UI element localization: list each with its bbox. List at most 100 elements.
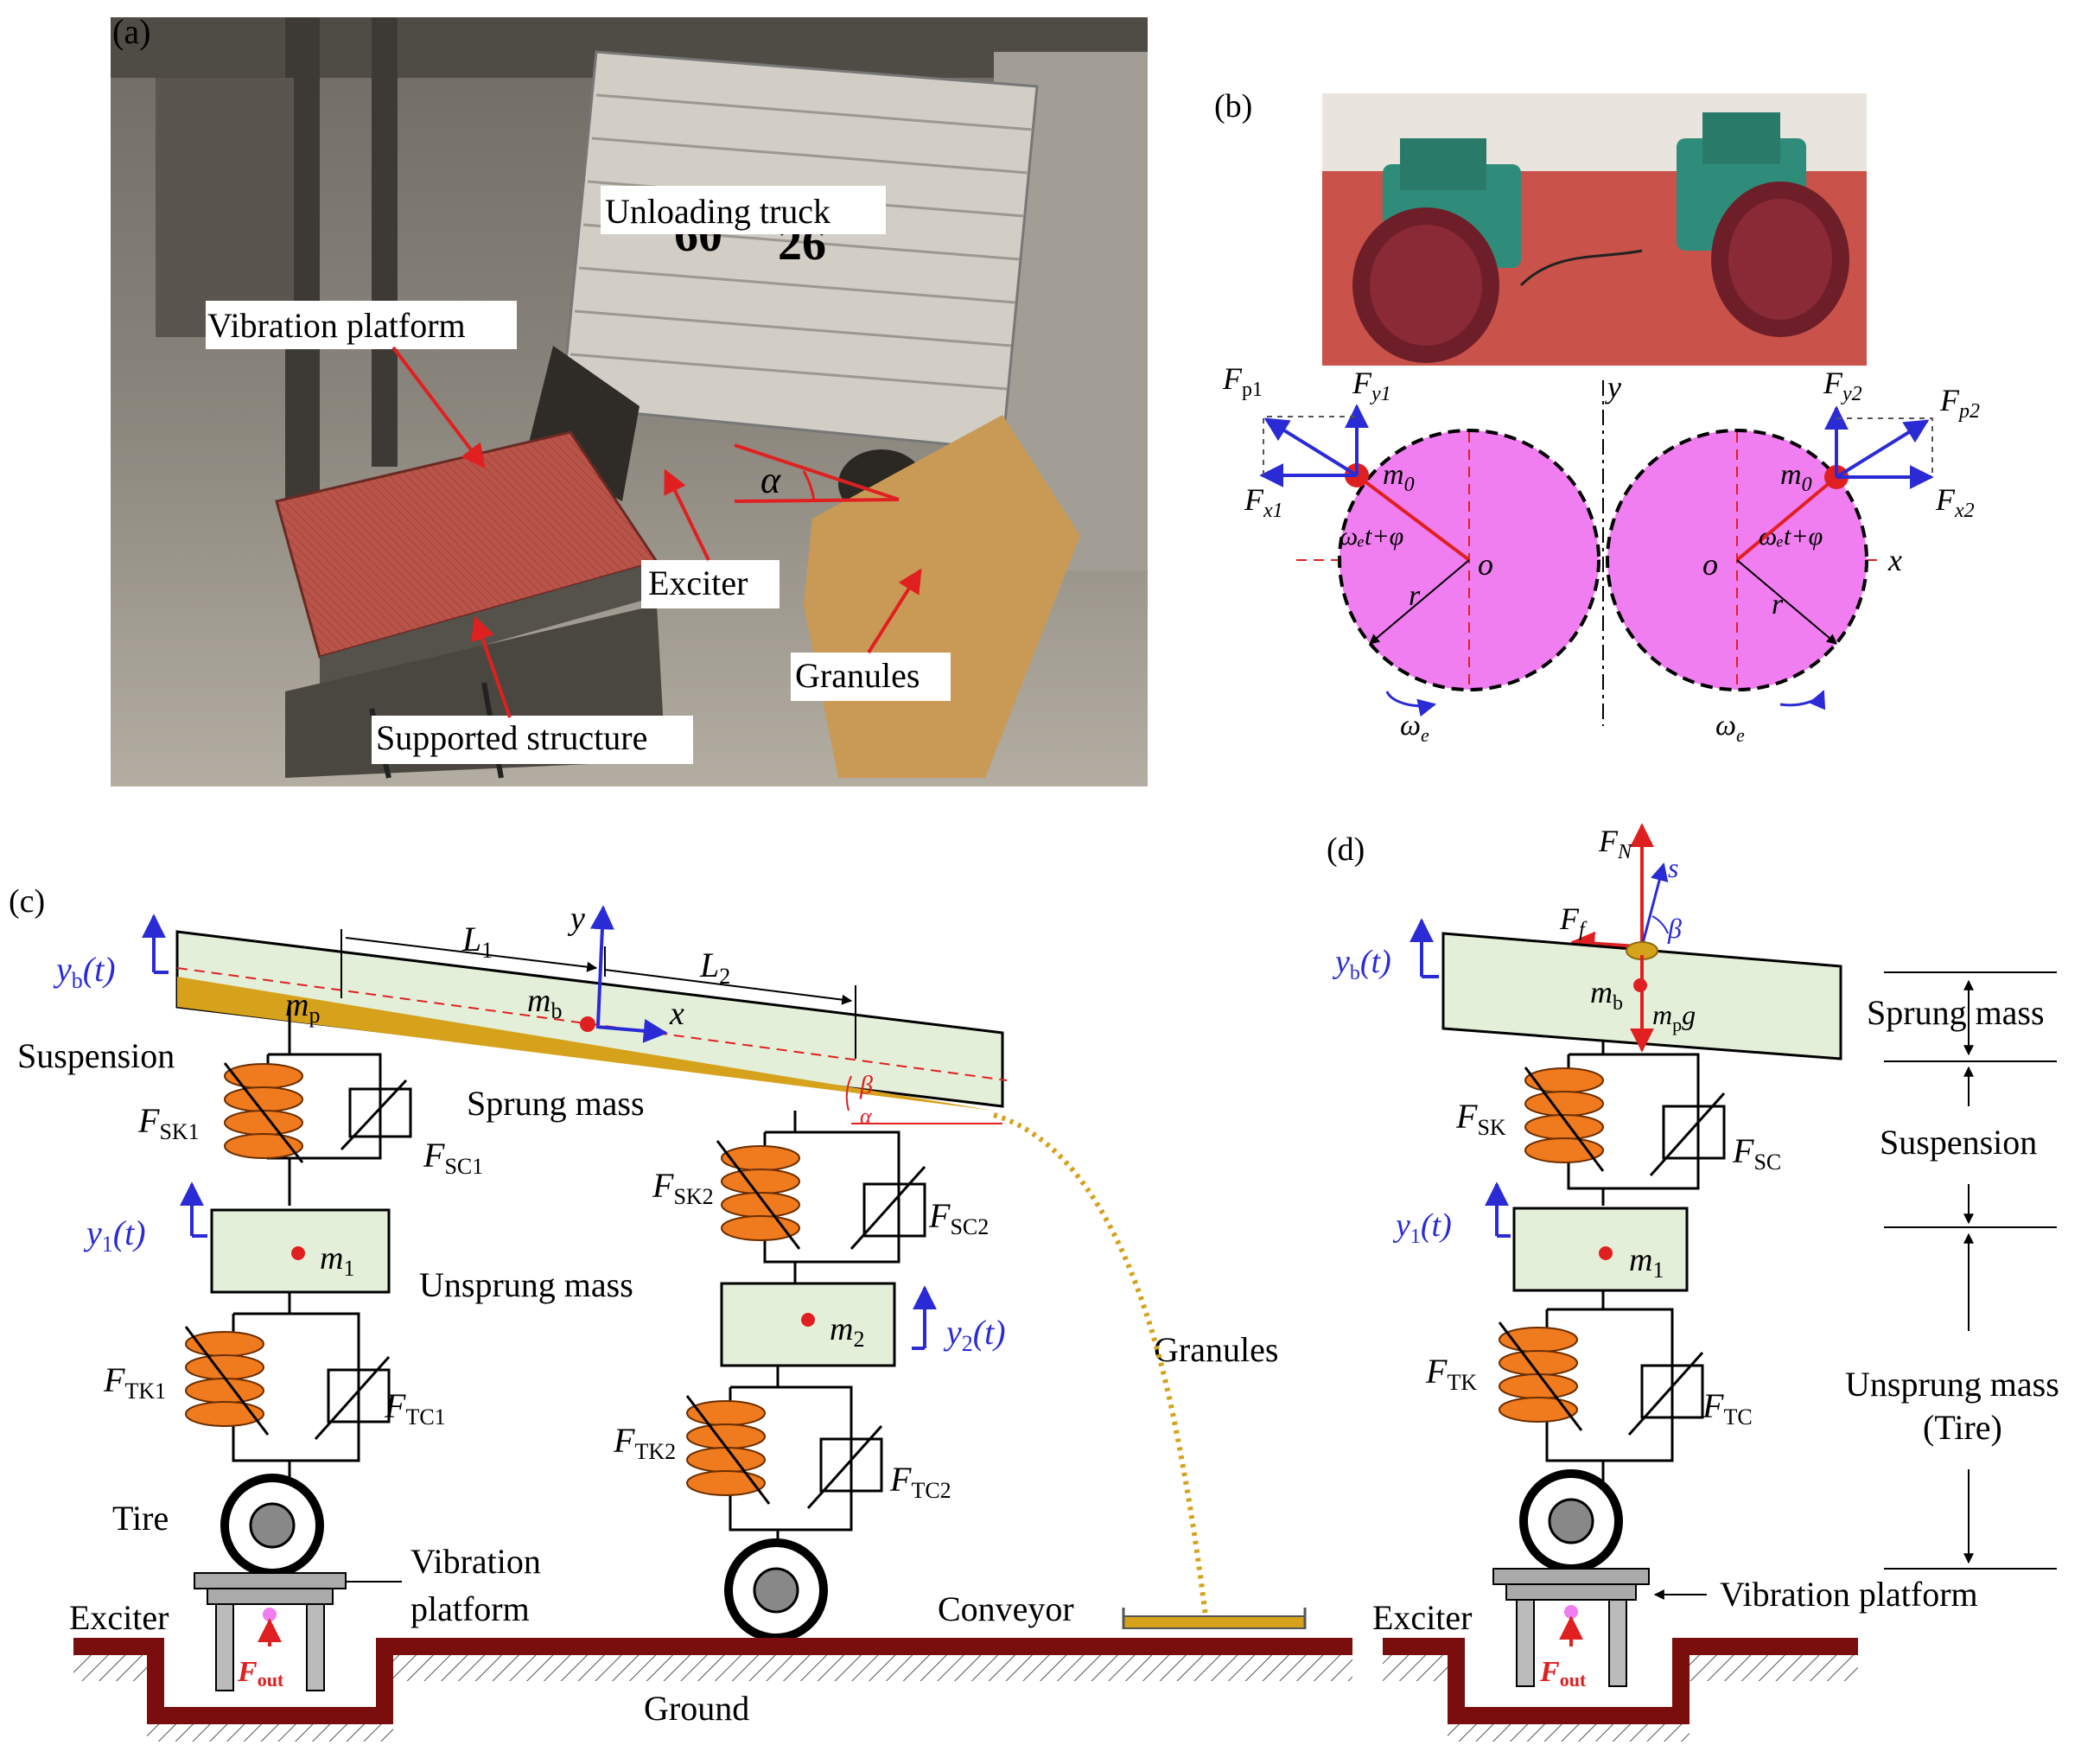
y1-label-d: y1(t): [1392, 1207, 1452, 1248]
FTC2-label: FTC2: [889, 1460, 951, 1503]
label-exciter-c: Exciter: [69, 1598, 169, 1637]
callout-granules: Granules: [795, 656, 920, 695]
alpha-label-c: α: [860, 1104, 873, 1129]
beta-label-d: β: [1667, 913, 1682, 944]
label-tire-c: Tire: [112, 1499, 169, 1538]
fy2-label: Fy2: [1823, 366, 1862, 405]
m0-right-label: m0: [1780, 459, 1812, 496]
mb-label-d: mb: [1590, 975, 1623, 1015]
Fout-label-d: Fout: [1539, 1656, 1587, 1691]
side-legend: [1884, 971, 2057, 1570]
radius-right-label: r: [1772, 589, 1784, 621]
origin-left-label: o: [1478, 547, 1493, 582]
FTC-label: FTC: [1702, 1386, 1753, 1430]
radius-left-label: r: [1409, 580, 1421, 612]
label-exciter-d: Exciter: [1372, 1598, 1473, 1637]
axis-x-label-b: x: [1887, 543, 1902, 577]
FSK1-label: FSK1: [137, 1101, 200, 1144]
yb-label-c: yb(t): [53, 950, 116, 993]
unsprung-mass-m1-d: [1512, 1207, 1689, 1292]
force-fp1-arrow: [1263, 417, 1359, 477]
FN-label: FN: [1598, 824, 1633, 863]
label-vibration-platform-d: Vibration platform: [1720, 1575, 1978, 1614]
FSK-label: FSK: [1455, 1097, 1506, 1140]
panel-c-label: (c): [9, 883, 45, 920]
tire-spring-d: [1499, 1327, 1578, 1423]
motor-left: [1352, 138, 1521, 363]
left-suspension-spring: [224, 1063, 303, 1159]
phase-left-label: ωₑt+φ: [1340, 522, 1403, 551]
L1-label: L1: [461, 920, 493, 963]
label-granules-c: Granules: [1154, 1330, 1278, 1369]
label-sprung-mass-c: Sprung mass: [467, 1084, 645, 1123]
mpg-label-d: mpg: [1652, 999, 1696, 1035]
m2-label-c: m2: [830, 1311, 864, 1352]
panel-a: 60 26 α Unloading truck Vibration platfo…: [111, 12, 1148, 787]
left-tire-spring: [185, 1331, 264, 1427]
granule-stream: [993, 1112, 1208, 1617]
beta-label-c: β: [859, 1071, 873, 1099]
mb-label: mb: [527, 983, 562, 1023]
panel-b: (b) y x m0 ωₑt+φ o r: [1214, 88, 1980, 746]
side-label-sprung: Sprung mass: [1867, 993, 2045, 1032]
s-arrow: [1640, 862, 1669, 947]
axis-x-label-c: x: [669, 996, 684, 1032]
axis-y-arrow-c: [589, 905, 614, 1026]
m0-left-label: m0: [1383, 459, 1415, 496]
callout-unloading-truck: Unloading truck: [605, 192, 830, 231]
FTK1-label: FTK1: [103, 1360, 166, 1404]
force-ff-arrow: [1570, 931, 1639, 956]
s-label: s: [1668, 852, 1678, 883]
side-label-unsprung-1: Unsprung mass: [1845, 1365, 2059, 1404]
panel-a-label: (a): [112, 12, 150, 51]
y1-label-c: y1(t): [83, 1213, 146, 1257]
motor-right: [1677, 112, 1849, 337]
FTK-label: FTK: [1425, 1352, 1477, 1395]
fx1-label: Fx1: [1244, 482, 1283, 522]
panel-d-label: (d): [1327, 831, 1365, 868]
vibration-platform-d: [1492, 1568, 1650, 1585]
FSC1-label: FSC1: [423, 1136, 483, 1179]
origin-right-label: o: [1702, 547, 1718, 582]
axis-y-label-c: y: [567, 901, 585, 937]
fx2-label: Fx2: [1935, 482, 1975, 522]
fp1-label: Fp1: [1222, 361, 1263, 401]
label-conveyor-c: Conveyor: [938, 1589, 1074, 1628]
yb-label-d: yb(t): [1332, 944, 1391, 984]
Ff-label: Ff: [1559, 901, 1588, 941]
granule-layer: [177, 977, 994, 1111]
fp2-label: Fp2: [1939, 383, 1980, 423]
ground-d: [1383, 1638, 1858, 1724]
m1-label-c: m1: [320, 1240, 354, 1281]
callout-vibration-platform: Vibration platform: [207, 306, 466, 345]
FSC2-label: FSC2: [928, 1196, 989, 1239]
label-vibration-platform-c2: platform: [410, 1589, 530, 1628]
m1-label-d: m1: [1629, 1242, 1664, 1283]
FSK2-label: FSK2: [652, 1166, 714, 1209]
panel-d: (d) FN s β Ff mb mpg yb(t) FS: [1327, 823, 2059, 1742]
force-fp2-arrow: [1835, 419, 1930, 479]
FSC-label: FSC: [1732, 1131, 1781, 1175]
callout-supported-structure: Supported structure: [376, 718, 647, 757]
angle-alpha-label: α: [760, 459, 781, 501]
suspension-spring-d: [1524, 1067, 1604, 1163]
fy1-label: Fy1: [1352, 366, 1391, 405]
label-suspension-c: Suspension: [17, 1036, 175, 1075]
panel-c: (c) L1 L2 mp mb x y yb(t) β α Suspension…: [9, 883, 1352, 1742]
axis-x-arrow-c: [595, 1018, 668, 1043]
L2-label: L2: [699, 946, 730, 989]
FTC1-label: FTC1: [384, 1386, 446, 1430]
omega-left-label: ωe: [1400, 710, 1429, 746]
callout-exciter: Exciter: [648, 564, 748, 602]
label-unsprung-mass-c: Unsprung mass: [419, 1265, 633, 1304]
conveyor: [1123, 1615, 1306, 1629]
panel-b-label: (b): [1214, 88, 1252, 124]
axis-y-label-b: y: [1605, 370, 1621, 404]
FTK2-label: FTK2: [613, 1421, 676, 1464]
side-label-unsprung-2: (Tire): [1923, 1408, 2002, 1447]
omega-right-label: ωe: [1715, 710, 1745, 746]
side-label-suspension: Suspension: [1880, 1123, 2037, 1162]
label-ground-c: Ground: [644, 1689, 749, 1728]
Fout-label-c: Fout: [237, 1656, 284, 1691]
